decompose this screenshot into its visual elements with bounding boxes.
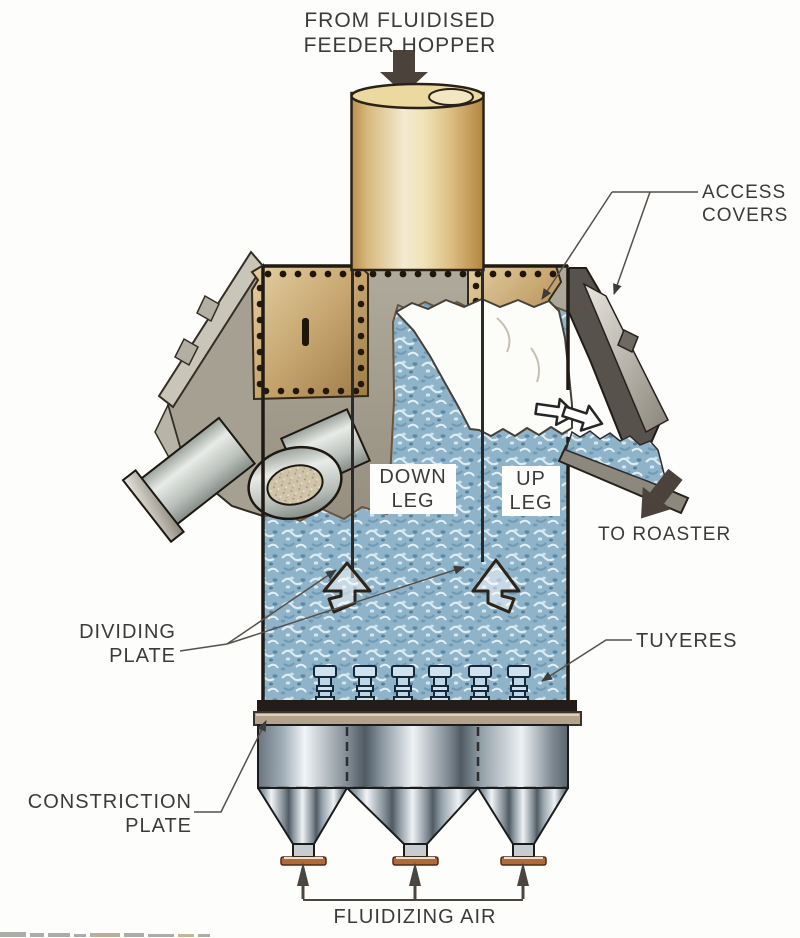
outlet-flange bbox=[500, 856, 547, 866]
to-roaster-arrow bbox=[640, 468, 683, 519]
leader-dividing-plate bbox=[226, 569, 337, 645]
leader-dividing-plate bbox=[179, 643, 228, 652]
feed-pipe bbox=[350, 82, 485, 272]
circulation-arrows bbox=[322, 558, 521, 614]
from-feeder-hopper-line2: FEEDER HOPPER bbox=[303, 34, 497, 58]
cutoff-text-fragment bbox=[0, 932, 210, 937]
access-cover-left bbox=[250, 265, 369, 401]
hopper-cones bbox=[257, 787, 569, 858]
hopper-cone bbox=[257, 787, 348, 845]
hopper-cone bbox=[477, 787, 569, 845]
hopper-cone bbox=[346, 787, 479, 845]
leader-access-covers bbox=[613, 191, 651, 295]
right-chute-cover bbox=[552, 267, 669, 471]
outlet-flange bbox=[280, 856, 327, 866]
fluidizing-air-arrows bbox=[297, 862, 529, 901]
outlet-flange bbox=[392, 856, 439, 866]
fluidizing-air-label: FLUIDIZING AIR bbox=[333, 906, 497, 928]
constriction-plate bbox=[253, 700, 582, 726]
leader-tuyeres bbox=[541, 639, 632, 682]
to-roaster-label: TO ROASTER bbox=[598, 524, 732, 545]
dividing-plate-label: DIVIDING PLATE bbox=[79, 621, 176, 667]
front-nozzle bbox=[247, 408, 372, 521]
constriction-plate-label: CONSTRICTION PLATE bbox=[27, 791, 192, 837]
access-covers-label: ACCESS COVERS bbox=[702, 182, 789, 226]
down-leg-label: DOWN LEG bbox=[370, 464, 456, 514]
circulation-arrow-left bbox=[322, 561, 372, 614]
up-leg-label: UP LEG bbox=[502, 466, 560, 516]
left-flanged-nozzle bbox=[121, 416, 257, 544]
leader-access-covers bbox=[541, 191, 613, 300]
circulation-arrow-right bbox=[471, 558, 521, 614]
leader-constriction-plate bbox=[194, 720, 267, 813]
leader-dividing-plate bbox=[226, 565, 465, 645]
from-feeder-hopper-line1: FROM FLUIDISED bbox=[304, 9, 496, 32]
overflow-flow-arrows bbox=[534, 397, 604, 432]
windbox bbox=[257, 724, 569, 790]
leader-lines bbox=[179, 191, 698, 813]
from-feeder-hopper-label: FROM FLUIDISED FEEDER HOPPER bbox=[270, 8, 530, 58]
tuyeres-label: TUYERES bbox=[636, 630, 738, 652]
cover-handle-slot bbox=[302, 318, 309, 346]
outlet-flanges bbox=[280, 856, 547, 866]
